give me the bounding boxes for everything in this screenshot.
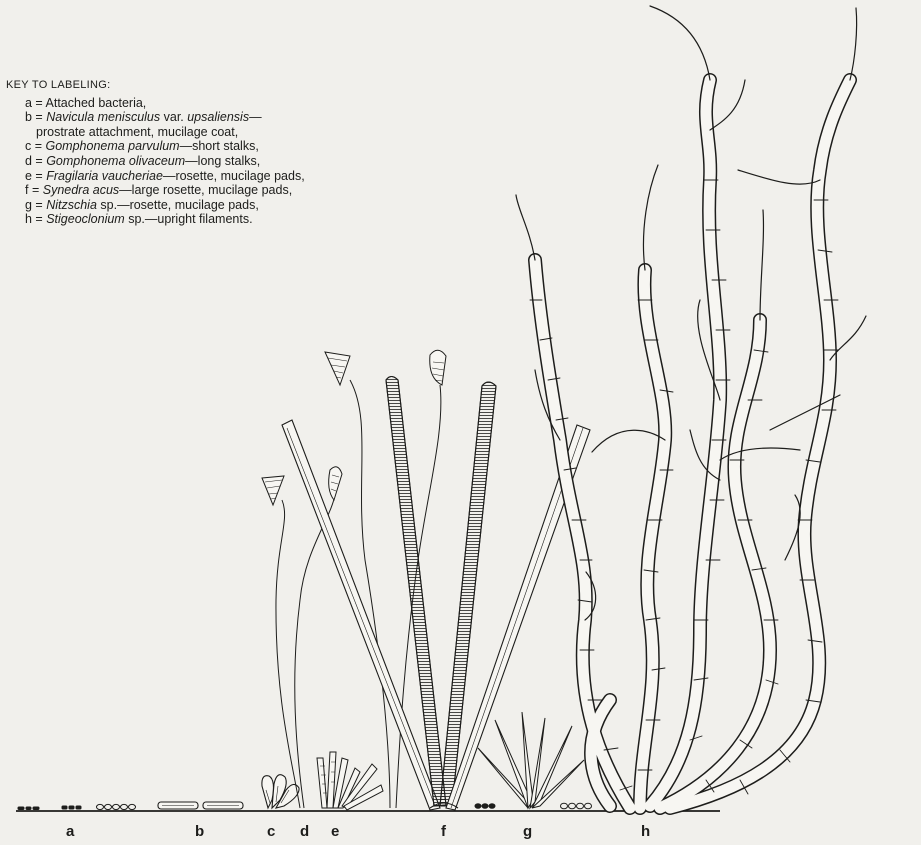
navicula-diatoms-b [158,802,243,809]
label-g: g [523,823,532,840]
gomphonema-parvulum-c [262,775,299,808]
bacteria-group-a [18,804,136,809]
label-d: d [300,823,309,840]
synedra-rosette-f [282,377,590,811]
nitzschia-rosette-g [475,712,592,809]
label-c: c [267,823,275,840]
stigeoclonium-filaments-h [516,6,866,808]
label-b: b [195,823,204,840]
label-a: a [66,823,74,840]
label-e: e [331,823,339,840]
label-f: f [441,823,446,840]
label-h: h [641,823,650,840]
fragilaria-rosette-e [317,752,383,810]
